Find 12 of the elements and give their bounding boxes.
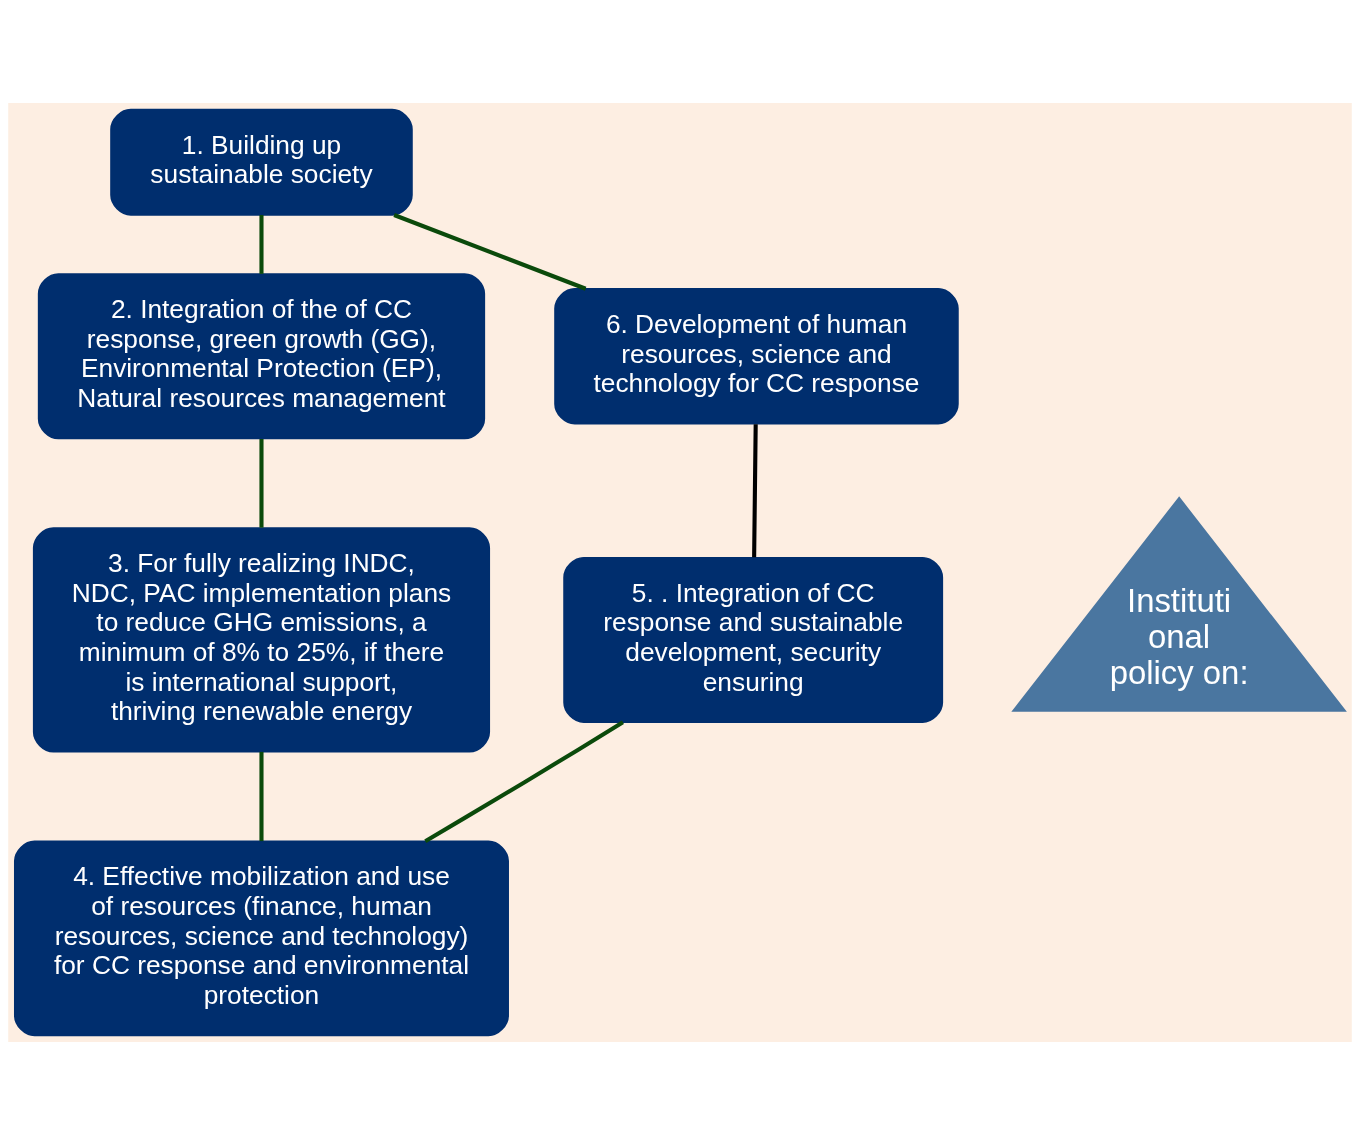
connector (393, 212, 587, 291)
connector (259, 751, 264, 841)
node-box: 6. Development of human resources, science and technology for CC response (554, 287, 959, 424)
node-box: 2. Integration of the of CC response, green growth (GG), Environmental Protection (EP), Natural resources management (37, 272, 486, 439)
node-box: 1. Building up sustainable society (110, 108, 413, 216)
node-box: 4. Effective mobilization and use of resources (finance, human resources, science and technology) for CC response and environmental protection (14, 840, 509, 1036)
connector (424, 720, 624, 843)
connector (259, 438, 264, 528)
connector (259, 214, 264, 274)
node-box: 3. For fully realizing INDC, NDC, PAC implementation plans to reduce GHG emissions, a minimum of 8% to 25%, if there is international support, thriving renewable energy (32, 526, 491, 753)
connector (752, 423, 758, 557)
node-box: 5. . Integration of CC response and sustainable development, security ensuring (563, 556, 944, 723)
